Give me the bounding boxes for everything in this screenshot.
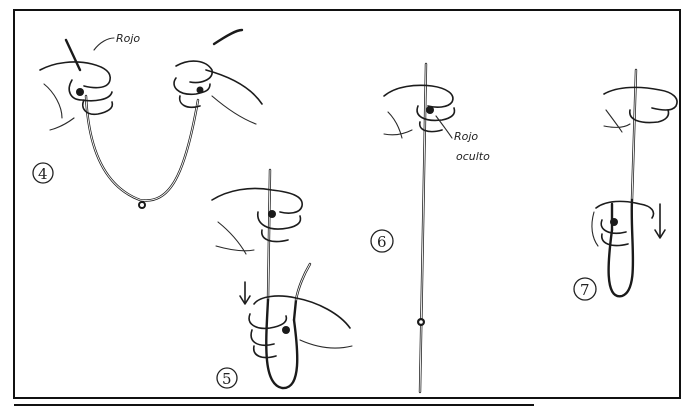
frame-border: [14, 10, 680, 398]
step-6-number: 6: [377, 233, 387, 251]
step-4-drawing: Rojo 4: [33, 30, 262, 209]
step-6-note-line-2: oculto: [456, 150, 490, 163]
step-7-number: 7: [580, 281, 590, 299]
step-5-drawing: 5: [212, 170, 352, 388]
step-6-note-line-1: Rojo: [454, 130, 478, 143]
step-5-number: 5: [222, 370, 232, 388]
step-4-note: Rojo: [116, 32, 140, 45]
step-6-drawing: Rojo oculto 6: [371, 64, 490, 392]
step-7-drawing: 7: [574, 70, 677, 300]
step-4-number: 4: [38, 165, 48, 183]
